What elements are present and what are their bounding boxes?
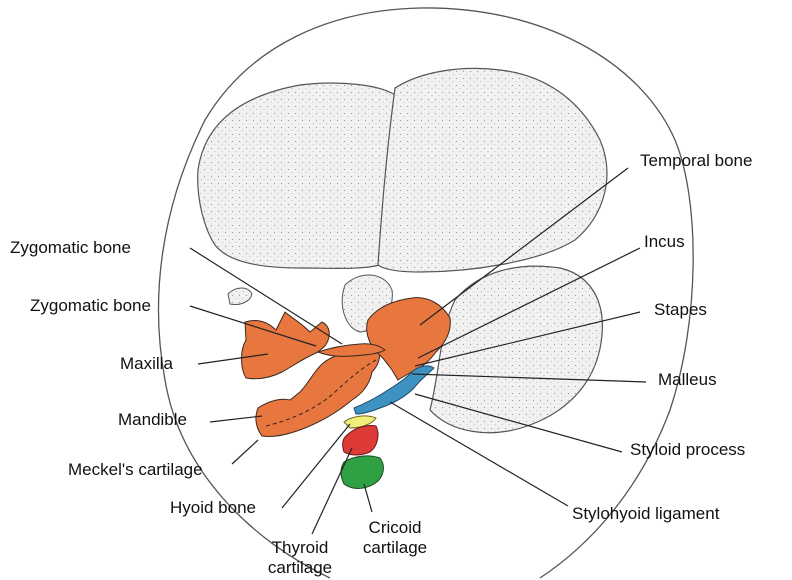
label-stapes: Stapes: [654, 300, 707, 320]
frontal-bone: [198, 83, 395, 268]
label-thyroid-line2: cartilage: [250, 558, 350, 578]
label-hyoid-bone: Hyoid bone: [170, 498, 256, 518]
leader-meckels-cartilage: [232, 440, 258, 464]
label-zygomatic-bone-1: Zygomatic bone: [10, 238, 131, 258]
label-thyroid-cartilage: Thyroid cartilage: [250, 538, 350, 578]
label-cricoid-cartilage: Cricoid cartilage: [345, 518, 445, 558]
thyroid-shape: [343, 425, 378, 455]
label-cricoid-line1: Cricoid: [345, 518, 445, 538]
occipital-bone: [430, 266, 602, 433]
cricoid-shape: [341, 456, 383, 489]
maxilla-shape: [242, 312, 330, 379]
label-thyroid-line1: Thyroid: [250, 538, 350, 558]
label-stylohyoid-ligament: Stylohyoid ligament: [572, 504, 719, 524]
label-maxilla: Maxilla: [120, 354, 173, 374]
label-meckels-cartilage: Meckel's cartilage: [68, 460, 203, 480]
label-cricoid-line2: cartilage: [345, 538, 445, 558]
leader-hyoid-bone: [282, 424, 350, 508]
label-mandible: Mandible: [118, 410, 187, 430]
label-styloid-process: Styloid process: [630, 440, 745, 460]
parietal-bone: [378, 68, 607, 272]
nasal-piece: [228, 288, 252, 305]
label-incus: Incus: [644, 232, 685, 252]
leader-cricoid-cartilage: [364, 484, 372, 512]
label-malleus: Malleus: [658, 370, 717, 390]
leader-mandible: [210, 416, 262, 422]
label-temporal-bone: Temporal bone: [640, 151, 752, 171]
label-zygomatic-bone-2: Zygomatic bone: [30, 296, 151, 316]
